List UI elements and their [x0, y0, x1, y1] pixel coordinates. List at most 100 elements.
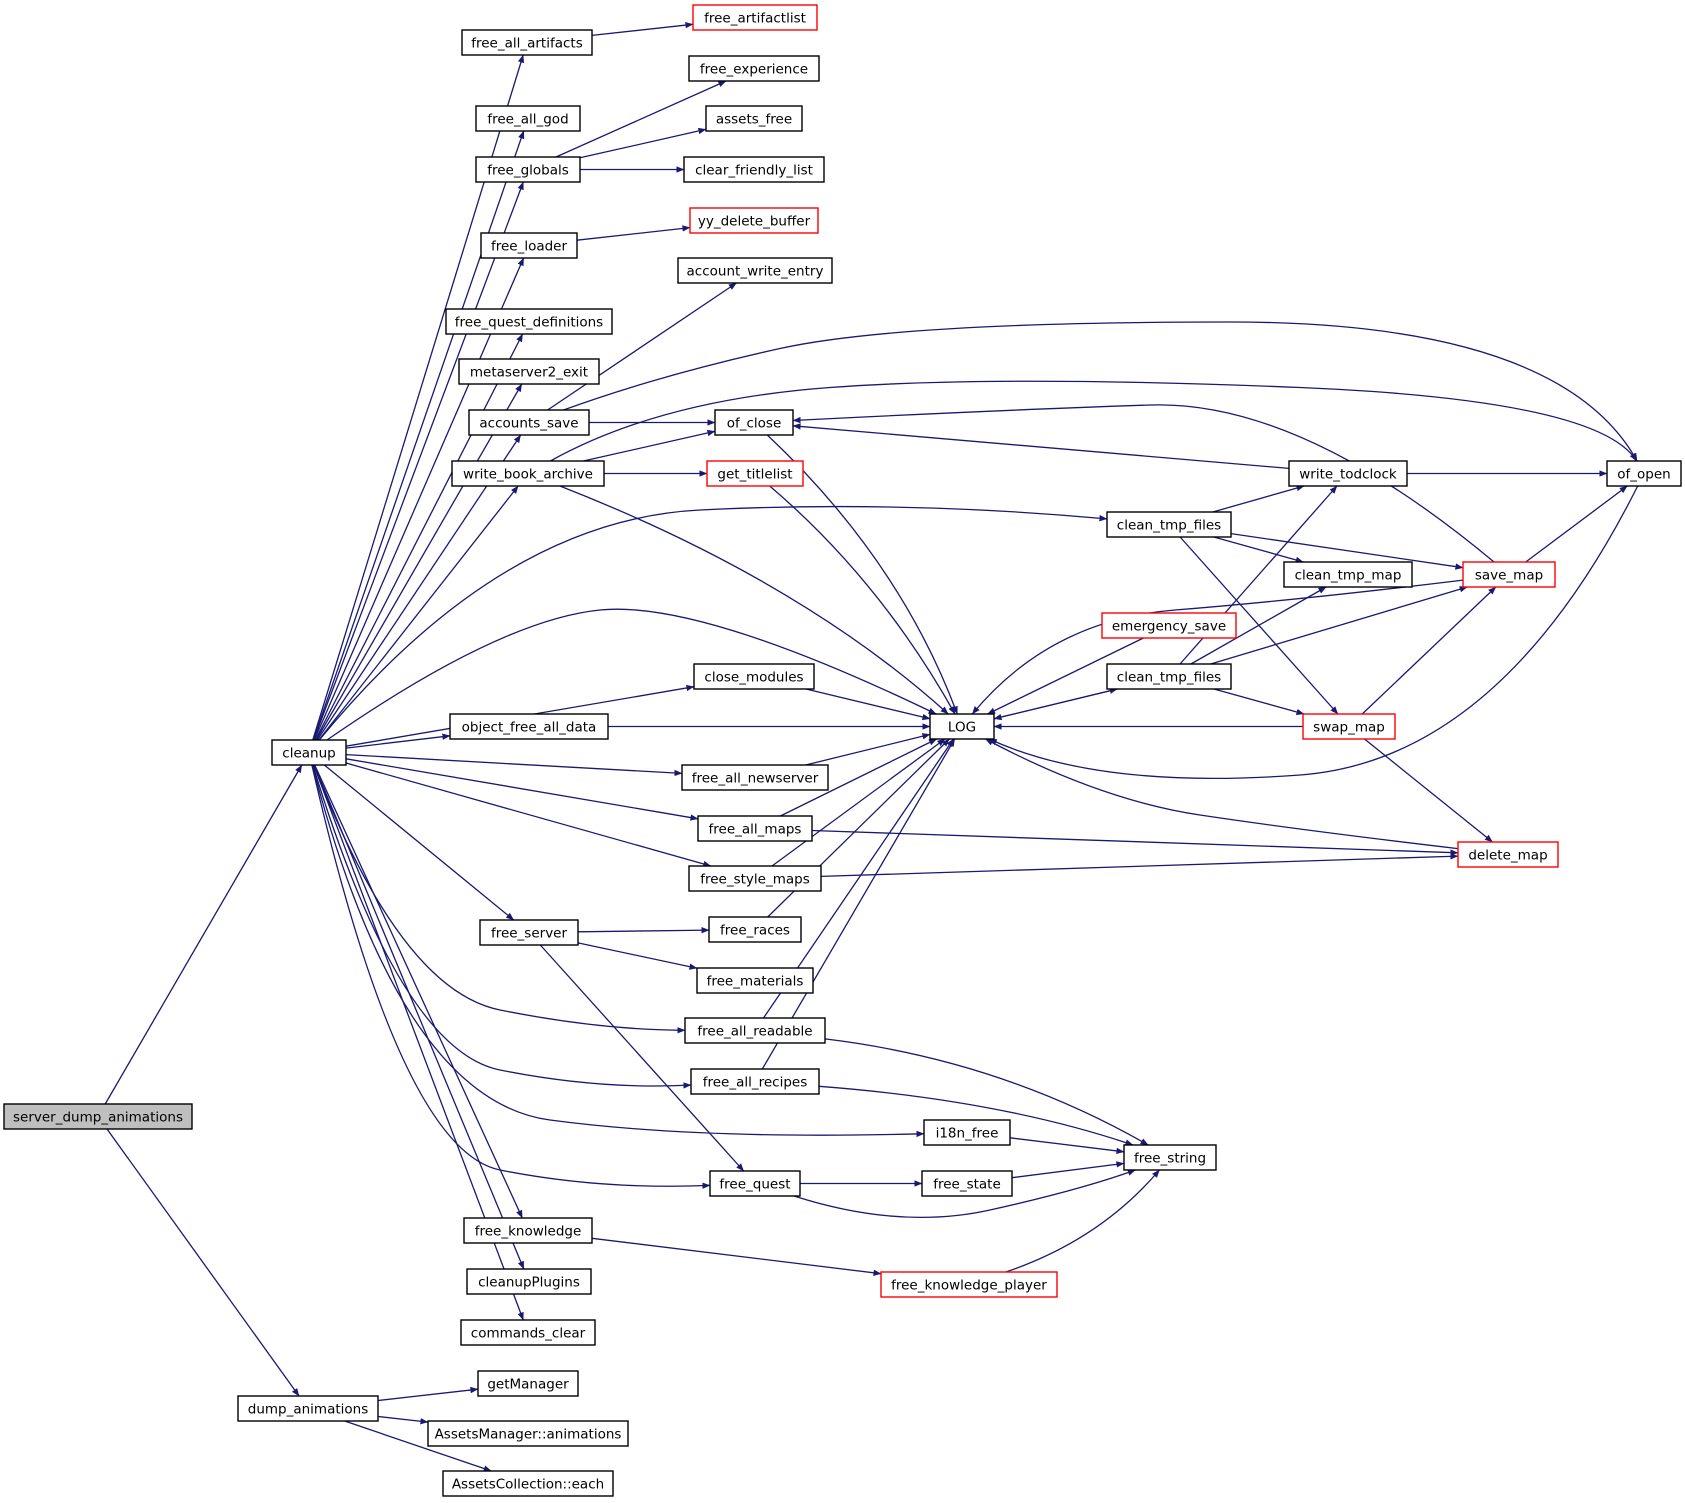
- node-yy_delete_buffer[interactable]: yy_delete_buffer: [689, 207, 819, 234]
- node-cleanup[interactable]: cleanup: [271, 739, 347, 766]
- node-i18n_free[interactable]: i18n_free: [923, 1119, 1011, 1146]
- node-free_quest[interactable]: free_quest: [709, 1170, 801, 1197]
- node-free_globals[interactable]: free_globals: [475, 156, 581, 183]
- node-free_knowledge[interactable]: free_knowledge: [463, 1217, 593, 1244]
- node-accounts_save[interactable]: accounts_save: [468, 409, 590, 436]
- node-cleanupPlugins[interactable]: cleanupPlugins: [466, 1268, 592, 1295]
- node-box-write_todclock[interactable]: [1288, 460, 1408, 487]
- node-clear_friendly_list[interactable]: clear_friendly_list: [683, 156, 825, 183]
- node-getManager[interactable]: getManager: [477, 1370, 579, 1397]
- node-box-emergency_save[interactable]: [1101, 612, 1237, 639]
- node-write_todclock[interactable]: write_todclock: [1288, 460, 1408, 487]
- node-box-yy_delete_buffer[interactable]: [689, 207, 819, 234]
- node-free_all_maps[interactable]: free_all_maps: [697, 815, 813, 842]
- node-free_quest_definitions[interactable]: free_quest_definitions: [445, 308, 613, 335]
- node-clean_tmp_map[interactable]: clean_tmp_map: [1283, 561, 1413, 588]
- node-box-cleanup[interactable]: [271, 739, 347, 766]
- node-box-free_globals[interactable]: [475, 156, 581, 183]
- node-save_map[interactable]: save_map: [1462, 561, 1556, 588]
- node-box-assetscollection_each[interactable]: [442, 1470, 614, 1497]
- node-box-of_open[interactable]: [1606, 460, 1682, 487]
- node-box-accounts_save[interactable]: [468, 409, 590, 436]
- node-of_close[interactable]: of_close: [714, 409, 794, 436]
- node-server_dump_animations[interactable]: server_dump_animations: [3, 1103, 193, 1130]
- node-free_loader[interactable]: free_loader: [480, 232, 578, 259]
- node-account_write_entry[interactable]: account_write_entry: [677, 257, 833, 284]
- node-get_titlelist[interactable]: get_titlelist: [706, 460, 804, 487]
- node-box-delete_map[interactable]: [1457, 841, 1559, 868]
- node-box-free_quest_definitions[interactable]: [445, 308, 613, 335]
- node-box-clear_friendly_list[interactable]: [683, 156, 825, 183]
- node-box-i18n_free[interactable]: [923, 1119, 1011, 1146]
- node-box-free_string[interactable]: [1123, 1144, 1217, 1171]
- node-box-commands_clear[interactable]: [460, 1319, 596, 1346]
- node-clean_tmp_files_2[interactable]: clean_tmp_files: [1106, 663, 1232, 690]
- node-box-clean_tmp_map[interactable]: [1283, 561, 1413, 588]
- node-box-free_all_maps[interactable]: [697, 815, 813, 842]
- node-box-object_free_all_data[interactable]: [449, 713, 609, 740]
- node-box-save_map[interactable]: [1462, 561, 1556, 588]
- node-free_string[interactable]: free_string: [1123, 1144, 1217, 1171]
- node-box-free_all_recipes[interactable]: [690, 1068, 820, 1095]
- node-free_all_recipes[interactable]: free_all_recipes: [690, 1068, 820, 1095]
- node-box-free_all_readable[interactable]: [684, 1017, 826, 1044]
- node-free_style_maps[interactable]: free_style_maps: [688, 865, 822, 892]
- node-metaserver2_exit[interactable]: metaserver2_exit: [458, 358, 600, 385]
- node-box-free_server[interactable]: [479, 919, 579, 946]
- node-free_materials[interactable]: free_materials: [696, 967, 814, 994]
- node-box-free_all_god[interactable]: [475, 105, 581, 132]
- node-box-getManager[interactable]: [477, 1370, 579, 1397]
- node-box-free_all_newserver[interactable]: [681, 764, 829, 791]
- node-box-metaserver2_exit[interactable]: [458, 358, 600, 385]
- node-free_knowledge_player[interactable]: free_knowledge_player: [880, 1271, 1058, 1298]
- node-free_all_readable[interactable]: free_all_readable: [684, 1017, 826, 1044]
- node-box-assetsmanager_animations[interactable]: [427, 1420, 629, 1447]
- node-free_all_god[interactable]: free_all_god: [475, 105, 581, 132]
- node-box-free_materials[interactable]: [696, 967, 814, 994]
- node-box-account_write_entry[interactable]: [677, 257, 833, 284]
- node-assets_free[interactable]: assets_free: [705, 105, 803, 132]
- node-commands_clear[interactable]: commands_clear: [460, 1319, 596, 1346]
- node-box-clean_tmp_files_2[interactable]: [1106, 663, 1232, 690]
- node-box-free_all_artifacts[interactable]: [461, 29, 593, 56]
- node-free_server[interactable]: free_server: [479, 919, 579, 946]
- node-box-free_races[interactable]: [708, 916, 802, 943]
- node-object_free_all_data[interactable]: object_free_all_data: [449, 713, 609, 740]
- node-free_state[interactable]: free_state: [921, 1170, 1013, 1197]
- node-box-free_experience[interactable]: [688, 55, 820, 82]
- node-box-free_artifactlist[interactable]: [692, 4, 818, 31]
- node-box-cleanupPlugins[interactable]: [466, 1268, 592, 1295]
- node-LOG[interactable]: LOG: [929, 713, 995, 740]
- node-delete_map[interactable]: delete_map: [1457, 841, 1559, 868]
- node-close_modules[interactable]: close_modules: [693, 663, 815, 690]
- node-of_open[interactable]: of_open: [1606, 460, 1682, 487]
- node-box-get_titlelist[interactable]: [706, 460, 804, 487]
- node-box-free_knowledge_player[interactable]: [880, 1271, 1058, 1298]
- node-box-free_loader[interactable]: [480, 232, 578, 259]
- node-assetsmanager_animations[interactable]: AssetsManager::animations: [427, 1420, 629, 1447]
- node-box-write_book_archive[interactable]: [451, 460, 605, 487]
- node-box-free_state[interactable]: [921, 1170, 1013, 1197]
- node-box-close_modules[interactable]: [693, 663, 815, 690]
- node-box-dump_animations[interactable]: [237, 1395, 379, 1422]
- node-box-assets_free[interactable]: [705, 105, 803, 132]
- node-clean_tmp_files_1[interactable]: clean_tmp_files: [1106, 511, 1232, 538]
- node-free_artifactlist[interactable]: free_artifactlist: [692, 4, 818, 31]
- node-box-LOG[interactable]: [929, 713, 995, 740]
- node-box-swap_map[interactable]: [1302, 713, 1396, 740]
- node-box-free_knowledge[interactable]: [463, 1217, 593, 1244]
- node-box-free_style_maps[interactable]: [688, 865, 822, 892]
- node-swap_map[interactable]: swap_map: [1302, 713, 1396, 740]
- node-emergency_save[interactable]: emergency_save: [1101, 612, 1237, 639]
- node-free_all_artifacts[interactable]: free_all_artifacts: [461, 29, 593, 56]
- node-box-server_dump_animations[interactable]: [3, 1103, 193, 1130]
- node-box-of_close[interactable]: [714, 409, 794, 436]
- node-free_all_newserver[interactable]: free_all_newserver: [681, 764, 829, 791]
- node-write_book_archive[interactable]: write_book_archive: [451, 460, 605, 487]
- node-box-free_quest[interactable]: [709, 1170, 801, 1197]
- node-box-clean_tmp_files_1[interactable]: [1106, 511, 1232, 538]
- node-dump_animations[interactable]: dump_animations: [237, 1395, 379, 1422]
- node-free_experience[interactable]: free_experience: [688, 55, 820, 82]
- node-assetscollection_each[interactable]: AssetsCollection::each: [442, 1470, 614, 1497]
- node-free_races[interactable]: free_races: [708, 916, 802, 943]
